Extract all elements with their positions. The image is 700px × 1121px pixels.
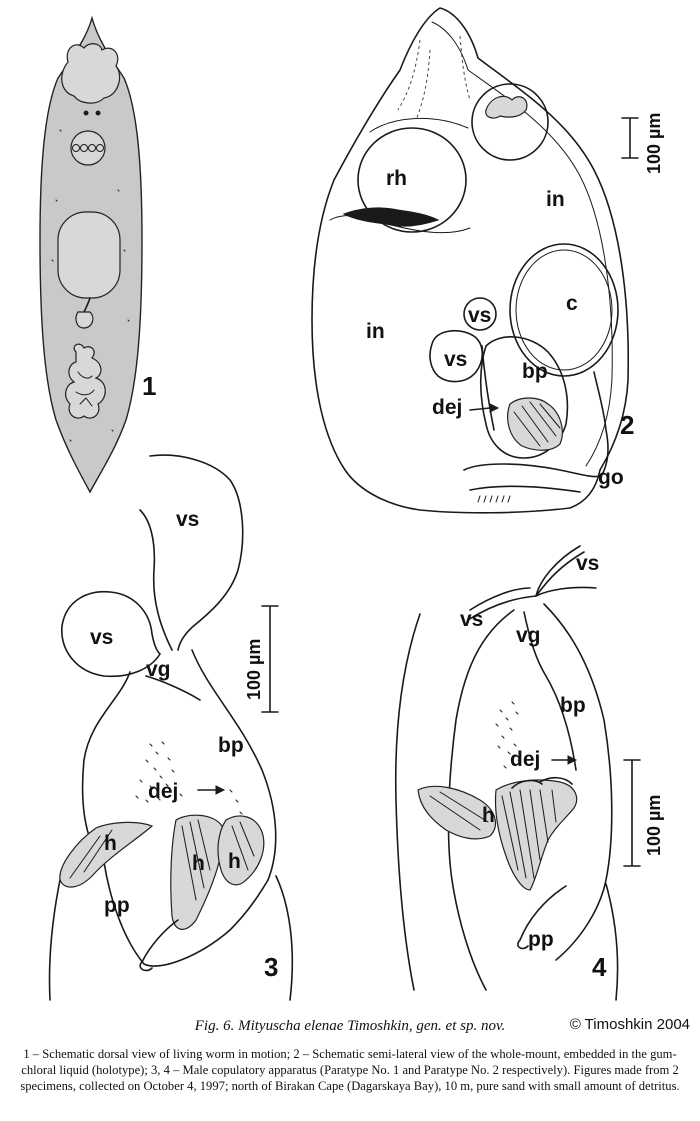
seminal-vesicle-lower [429,330,483,383]
rhabdoid-inner-line [369,118,469,133]
bursa-duct [593,371,609,479]
scale-bar-fig4 [623,759,641,867]
fig4-hook-left [417,785,497,840]
label-h-fig3-center: h [192,852,205,875]
figure-number-4: 4 [592,952,607,982]
pigment-streak [342,207,440,227]
worm-pharynx-tube [83,297,91,313]
label-dej-fig4: dej [510,748,540,771]
scale-label-fig4: 100 µm [644,795,664,856]
label-rh: rh [386,167,407,190]
ejaculatory-duct [481,345,495,431]
label-h-fig3-left: h [104,832,117,855]
anterior-vesicle [471,83,549,161]
fig3-hook-striations [69,819,255,901]
worm-stipple-dots [51,129,130,442]
scale-bar-fig2-line [621,117,639,159]
worm-statocyst-1 [72,144,80,152]
dej-arrow-head [489,403,500,413]
worm-eye-right [95,110,101,116]
label-pp-fig3: pp [104,894,130,917]
fig4-glands-dots [495,701,521,769]
fig4-outer-wall [394,613,619,1001]
fig4-vs-ducts [467,545,597,621]
fig3-vs-lower-vesicle [61,590,161,678]
label-vs-fig3-lower: vs [90,626,113,649]
body-outline-outer [311,7,630,514]
copulatory-bursa-c [509,243,619,377]
label-vs-fig4-left: vs [460,608,483,631]
label-bp-fig3: bp [218,734,244,757]
label-vs-fig2-upper: vs [468,304,491,327]
worm-head-organ [61,43,121,104]
fig3-glands-dots [135,741,243,815]
scale-label-fig3: 100 µm [244,639,264,700]
fig3-dej-arrow-head [215,785,226,795]
label-vs-fig4-right: vs [576,552,599,575]
caption-title: Fig. 6. Mityuscha elenae Timoshkin, gen.… [194,1018,506,1034]
gonopore-ciliated-rim [477,495,511,503]
worm-eye-left [83,110,89,116]
label-dej-fig3: dej [148,780,178,803]
label-h-fig4: h [482,804,495,827]
fig3-hook-left [59,821,154,888]
fig3-bulbus-inner [103,675,269,967]
figure-4-copulatory-apparatus [394,545,619,1001]
fig4-caps [511,776,573,789]
label-vg-fig3: vg [146,658,171,681]
fig3-outer-wall [48,875,294,1001]
figure-3-copulatory-apparatus [48,454,294,1001]
label-in-lower: in [366,320,385,343]
figure-2-whole-mount [311,7,630,514]
worm-statocyst-2 [80,144,88,152]
scale-bar-fig3-line [261,605,279,713]
fig4-dej-arrow-head [567,755,578,765]
label-h-fig3-right: h [228,850,241,873]
fig3-vs-upper-duct [149,454,244,651]
scale-bar-fig3 [261,605,279,713]
gonopore-atrium [463,463,601,493]
scale-bar-fig4-line [623,759,641,867]
label-bp-fig4: bp [560,694,586,717]
worm-pharynx [57,211,121,299]
dej-arrow [469,407,491,411]
caption-block: Fig. 6. Mityuscha elenae Timoshkin, gen.… [0,1012,700,1121]
worm-statocyst-4 [96,144,104,152]
copyright-notice: © Timoshkin 2004 [565,1016,690,1033]
scale-bar-fig2 [621,117,639,159]
anterior-vesicle-granules [485,95,528,119]
label-dej-fig2: dej [432,396,462,419]
scale-label-fig2: 100 µm [644,113,664,174]
label-in-upper: in [546,188,565,211]
figure-1-worm [39,15,143,494]
label-pp-fig4: pp [528,928,554,951]
seminal-vesicle-upper [463,297,497,331]
fig3-penis-papilla [139,919,179,972]
label-vs-fig3-upper: vs [176,508,199,531]
anterior-tip-detail [397,35,471,121]
fig4-penis-papilla [517,885,567,950]
fig4-inner-duct [523,611,577,771]
label-vs-fig2-lower: vs [444,348,467,371]
worm-statocyst-3 [88,144,96,152]
figure-number-2: 2 [620,410,634,440]
figure-number-3: 3 [264,952,278,982]
copulatory-bursa-c-inner [515,249,613,371]
label-c: c [566,292,578,315]
rhabdoid-organ [357,127,467,233]
hooks-striations-fig2 [513,401,561,447]
fig3-vs-upper-duct-inner [139,509,173,651]
figure-number-1: 1 [142,371,156,401]
fig3-hook-center [170,814,224,930]
worm-vesicle [75,311,94,329]
worm-copulatory-detail [75,371,95,407]
label-vg-fig4: vg [516,624,541,647]
worm-copulatory-organ [65,343,106,419]
label-bp-fig2: bp [522,360,548,383]
fig4-hooks-striations [429,789,557,879]
caption-text: 1 – Schematic dorsal view of living worm… [20,1047,680,1093]
label-go: go [598,466,624,489]
